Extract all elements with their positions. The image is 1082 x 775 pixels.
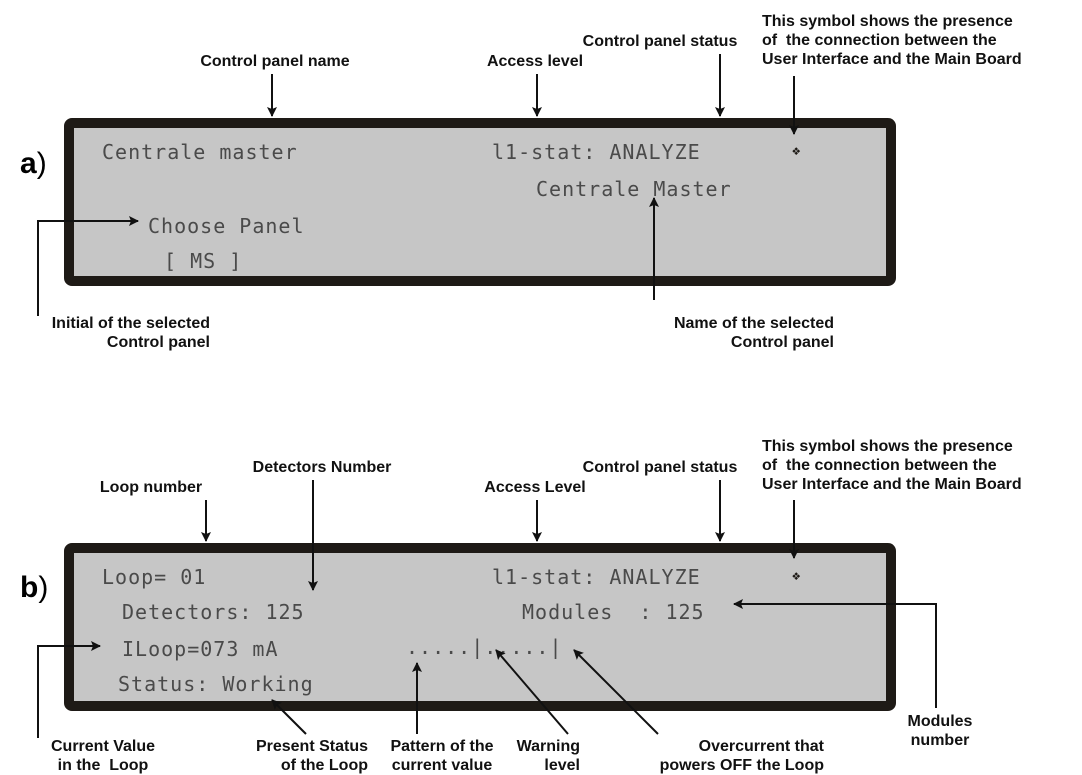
lcd-b-line2-left: Detectors: 125 [122, 600, 305, 624]
part-a-paren: ) [36, 147, 47, 180]
arrow-modules-number [733, 599, 937, 708]
part-a-letter: a) [20, 147, 47, 181]
lcd-panel-b: Loop= 01 l1-stat: ANALYZE ❖ Detectors: 1… [64, 543, 896, 711]
label-loop-number: Loop number [99, 479, 203, 496]
label-connection-symbol-b: This symbol shows the presence of the co… [762, 438, 1022, 493]
part-a-letter-text: a [20, 147, 37, 180]
lcd-panel-a: Centrale master l1-stat: ANALYZE ❖ Centr… [64, 118, 896, 286]
arrow-current-value [37, 641, 101, 738]
lcd-a-line4-left: [ MS ] [164, 249, 243, 273]
arrow-warning [495, 649, 569, 735]
label-warning: Warning level [516, 738, 580, 774]
connection-icon-a: ❖ [792, 143, 801, 159]
label-initial-selected: Initial of the selected Control panel [51, 315, 210, 351]
label-name-selected: Name of the selected Control panel [673, 315, 834, 351]
lcd-b-line1-left: Loop= 01 [102, 565, 207, 589]
label-control-panel-status-b: Control panel status [582, 459, 738, 476]
lcd-b-line4-left: Status: Working [118, 672, 314, 696]
part-b-paren: ) [38, 571, 49, 604]
lcd-b-line3-pattern: .....|.....| [406, 635, 563, 659]
arrow-present-status [271, 699, 307, 735]
label-modules-number: Modules number [907, 713, 973, 749]
label-access-level-b: Access Level [484, 479, 586, 496]
lcd-b-line1-right: l1-stat: ANALYZE [492, 565, 701, 589]
lcd-b-line2-right: Modules : 125 [522, 600, 705, 624]
label-current-value: Current Value in the Loop [50, 738, 156, 774]
label-control-panel-status-a: Control panel status [582, 33, 738, 50]
lcd-a-line2-right: Centrale Master [536, 177, 732, 201]
label-connection-symbol-a: This symbol shows the presence of the co… [762, 13, 1022, 68]
part-b-letter-text: b [20, 571, 39, 604]
label-present-status: Present Status of the Loop [255, 738, 368, 774]
label-detectors-number: Detectors Number [252, 459, 392, 476]
lcd-a-line1-right: l1-stat: ANALYZE [492, 140, 701, 164]
label-overcurrent: Overcurrent that powers OFF the Loop [659, 738, 824, 774]
label-pattern: Pattern of the current value [390, 738, 494, 774]
part-b-letter: b) [20, 571, 48, 605]
arrow-initial-selected [37, 216, 139, 316]
connection-icon-b: ❖ [792, 568, 801, 584]
lcd-a-line3-left: Choose Panel [148, 214, 305, 238]
lcd-a-line1-left: Centrale master [102, 140, 298, 164]
label-access-level-a: Access level [486, 53, 584, 70]
lcd-b-line3-left: ILoop=073 mA [122, 637, 279, 661]
arrow-overcurrent [573, 649, 659, 735]
label-control-panel-name: Control panel name [200, 53, 350, 70]
